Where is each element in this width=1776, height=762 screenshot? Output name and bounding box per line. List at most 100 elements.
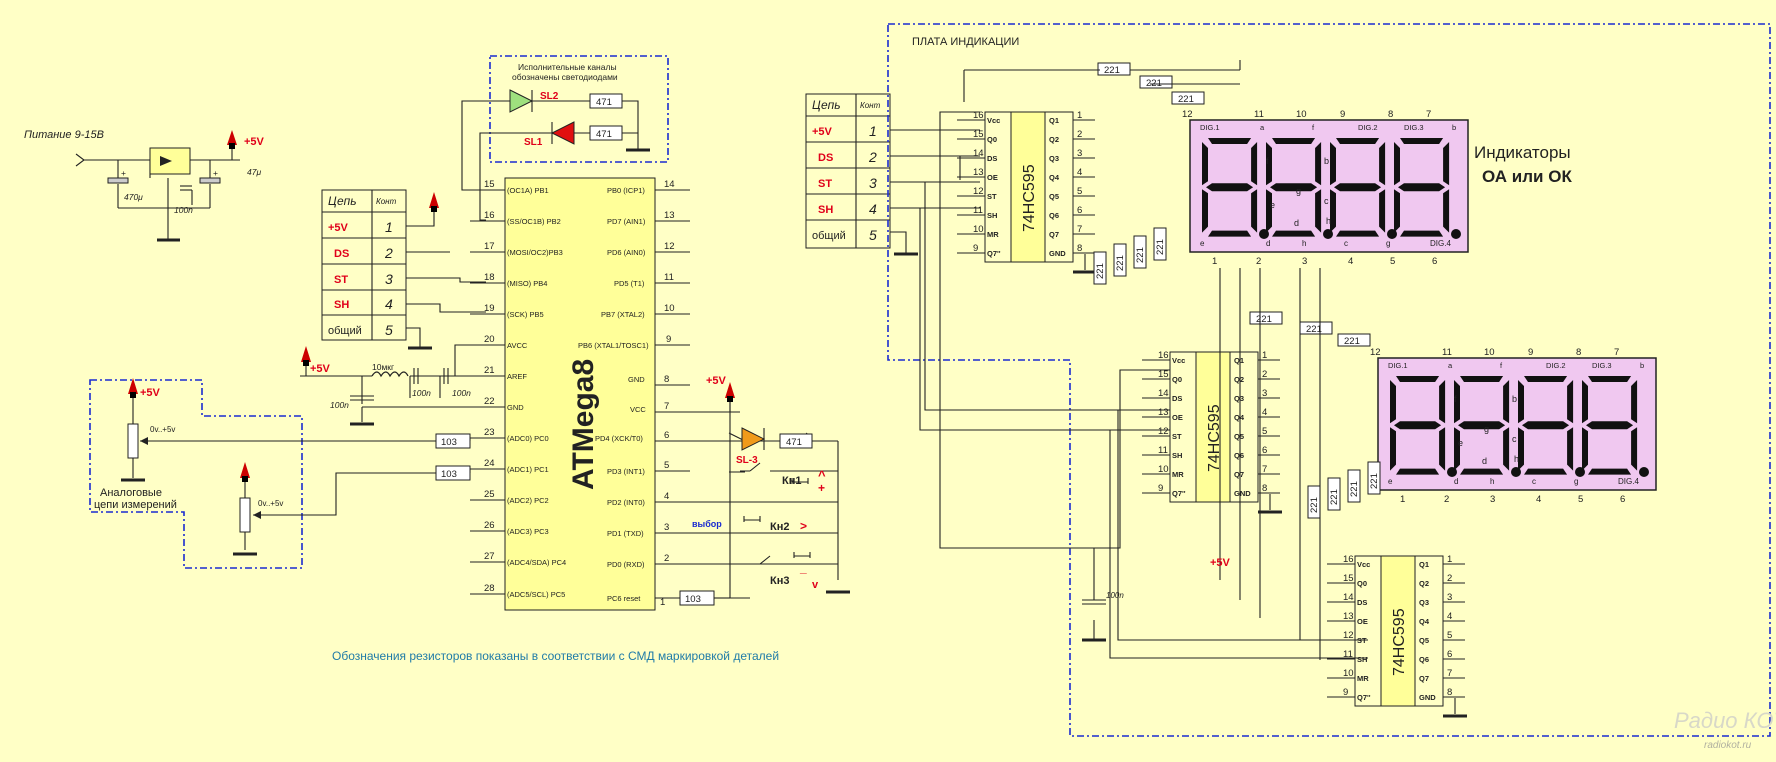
vcc-arrow-icon: [227, 130, 237, 145]
svg-text:AVCC: AVCC: [507, 341, 528, 350]
svg-text:6: 6: [664, 430, 669, 441]
vcc-label: +5V: [310, 363, 331, 375]
svg-text:v: v: [812, 579, 819, 591]
svg-text:MR: MR: [1172, 470, 1184, 479]
svg-text:(MOSI/OC2)PB3: (MOSI/OC2)PB3: [507, 248, 563, 257]
svg-text:OE: OE: [987, 173, 998, 182]
conn-left-net: +5V: [328, 222, 349, 234]
svg-text:9: 9: [1343, 687, 1348, 698]
svg-text:221: 221: [1329, 489, 1340, 505]
svg-text:h: h: [1326, 216, 1331, 226]
svg-text:f: f: [1454, 394, 1457, 404]
svg-text:DIG.3: DIG.3: [1592, 361, 1612, 370]
res-471-a: 471: [596, 97, 612, 108]
svg-text:e: e: [1388, 477, 1393, 486]
keys-block: SL-3 471 103 +5V Кн1 Кн2 Кн3 выбор ^ + >…: [679, 375, 850, 606]
svg-text:DS: DS: [987, 154, 997, 163]
res-221: 221: [1327, 477, 1341, 511]
svg-text:DIG.1: DIG.1: [1388, 361, 1408, 370]
svg-text:(ADC2) PC2: (ADC2) PC2: [507, 496, 549, 505]
svg-text:Q5: Q5: [1419, 636, 1429, 645]
svg-text:9: 9: [1158, 483, 1163, 494]
svg-text:2: 2: [1256, 256, 1261, 267]
svg-text:DIG.3: DIG.3: [1404, 123, 1424, 132]
res-221: 221: [1299, 321, 1333, 335]
res-103-a: 103: [441, 437, 457, 448]
key3-label: Кн3: [770, 575, 789, 587]
svg-text:15: 15: [1343, 573, 1354, 584]
svg-text:Q6: Q6: [1419, 655, 1429, 664]
res-221: 221: [1097, 62, 1131, 76]
conn-left-h2: Конт: [376, 197, 397, 206]
svg-text:DIG.2: DIG.2: [1358, 123, 1378, 132]
svg-text:DIG.1: DIG.1: [1200, 123, 1220, 132]
conn-right-pin: 3: [869, 175, 877, 191]
power-supply: Питание 9-15В ++ 470μ 100n 47μ +5V: [24, 129, 265, 242]
svg-text:PB6 (XTAL1/TOSC1): PB6 (XTAL1/TOSC1): [578, 341, 649, 350]
svg-text:4: 4: [1536, 494, 1541, 505]
svg-text:Q6: Q6: [1234, 451, 1244, 460]
svg-text:>: >: [800, 519, 807, 533]
res-221: 221: [1367, 461, 1381, 495]
svg-text:12: 12: [664, 241, 675, 252]
analog-caption: цепи измерений: [94, 499, 177, 511]
analog-caption: Аналоговые: [100, 487, 162, 499]
res-221: 221: [1171, 91, 1205, 105]
conn-left-net: общий: [328, 325, 362, 337]
conn-left-pin: 2: [384, 245, 393, 261]
svg-text:PB0 (ICP1): PB0 (ICP1): [607, 186, 645, 195]
svg-text:11: 11: [1254, 109, 1264, 120]
svg-text:Q2: Q2: [1419, 579, 1429, 588]
svg-text:h: h: [1490, 477, 1494, 486]
svg-text:6: 6: [1262, 445, 1267, 456]
svg-text:12: 12: [973, 186, 984, 197]
svg-text:19: 19: [484, 303, 495, 314]
svg-text:7: 7: [664, 401, 669, 412]
mcu-pin: 18(MISO) PB4: [470, 272, 547, 288]
svg-text:Q7'': Q7'': [1357, 693, 1371, 702]
svg-text:SH: SH: [1357, 655, 1367, 664]
svg-text:d: d: [1482, 456, 1487, 466]
svg-text:b: b: [1640, 361, 1644, 370]
svg-text:221: 221: [1135, 247, 1146, 263]
connector-left: Цепь Конт +5V 1 DS 2 ST 3 SH 4 общий 5: [321, 189, 486, 350]
svg-text:10: 10: [1296, 109, 1307, 120]
svg-text:13: 13: [973, 167, 984, 178]
svg-text:Q4: Q4: [1049, 173, 1060, 182]
svg-text:PD4 (XCK/T0): PD4 (XCK/T0): [595, 434, 643, 443]
led-sl2-label: SL2: [540, 91, 559, 102]
pot1-label: 0v..+5v: [150, 425, 175, 434]
conn-right-net: ST: [818, 178, 832, 190]
board-wiring: [919, 60, 1368, 660]
key2-label: Кн2: [770, 521, 789, 533]
svg-text:+: +: [213, 168, 218, 178]
svg-text:16: 16: [973, 110, 984, 121]
svg-text:f: f: [1312, 123, 1315, 132]
cap-100n: 100n: [174, 205, 193, 215]
conn-left-net: DS: [334, 248, 349, 260]
svg-text:Q0: Q0: [1357, 579, 1367, 588]
svg-text:DIG.4: DIG.4: [1618, 477, 1639, 486]
svg-text:a: a: [1260, 123, 1265, 132]
svg-text:221: 221: [1095, 263, 1106, 279]
board-title: ПЛАТА ИНДИКАЦИИ: [912, 36, 1019, 48]
svg-text:b: b: [1452, 123, 1456, 132]
svg-text:PC6 reset: PC6 reset: [607, 594, 641, 603]
res-221: 221: [1249, 311, 1283, 325]
svg-text:c: c: [1512, 434, 1517, 444]
svg-text:10: 10: [1484, 347, 1495, 358]
svg-text:26: 26: [484, 520, 495, 531]
svg-text:PD6 (AIN0): PD6 (AIN0): [607, 248, 646, 257]
svg-text:11: 11: [1158, 445, 1168, 456]
led-sl1-label: SL1: [524, 137, 543, 148]
conn-right-pin: 4: [869, 201, 877, 217]
conn-left-h1: Цепь: [328, 194, 357, 208]
vcc-label: +5V: [244, 136, 265, 148]
svg-text:+: +: [818, 481, 825, 495]
mcu-pin: 24(ADC1) PC1: [470, 458, 549, 474]
